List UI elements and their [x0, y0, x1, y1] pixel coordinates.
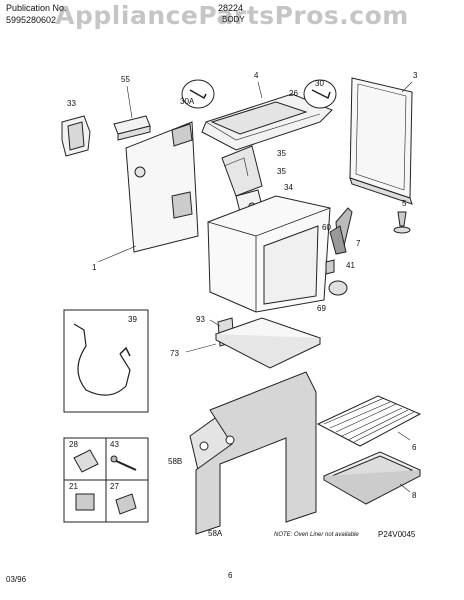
callout-28: 28 [69, 440, 78, 449]
callout-34: 34 [284, 183, 293, 192]
callout-7: 7 [356, 239, 361, 248]
callout-1: 1 [92, 263, 97, 272]
callout-21: 21 [69, 482, 78, 491]
page-number: 6 [228, 571, 233, 580]
callout-55: 55 [121, 75, 130, 84]
callout-26: 26 [289, 89, 298, 98]
callout-33: 33 [67, 99, 76, 108]
watermark: AppliancePartsPros.com [55, 1, 409, 30]
figure-id: P24V0045 [378, 530, 416, 539]
section-title: BODY [222, 15, 245, 24]
callout-39: 39 [128, 315, 137, 324]
part-39-cord [63, 309, 149, 413]
part-73-base [214, 317, 322, 369]
oven-liner-note: NOTE: Oven Liner not available [274, 532, 359, 538]
part-30-hinge [303, 79, 337, 109]
part-8-pan [322, 451, 422, 505]
publication-number: 5995280602 [6, 15, 57, 25]
callout-3: 3 [413, 71, 418, 80]
oven-body [207, 195, 331, 313]
callout-30A: 30A [180, 97, 195, 106]
callout-5: 5 [402, 199, 407, 208]
callout-69: 69 [317, 304, 326, 313]
part-69-foot [328, 280, 348, 296]
part-41-clip [325, 259, 335, 275]
model-number: 28224 [218, 3, 244, 13]
part-30A-hinge [181, 79, 215, 109]
callout-35: 35 [277, 167, 286, 176]
callout-4: 4 [254, 71, 259, 80]
callout-30: 30 [315, 79, 324, 88]
part-3-side-panel [349, 77, 413, 205]
part-7-latch [329, 207, 353, 255]
small-parts-grid [63, 437, 149, 523]
part-1-back-panel [125, 121, 199, 253]
part-4-cooktop [201, 93, 333, 151]
part-36-duct [221, 145, 263, 197]
callout-6: 6 [412, 443, 417, 452]
publication-label: Publication No. [6, 3, 67, 13]
part-58-insulation [189, 371, 317, 535]
callout-41: 41 [346, 261, 355, 270]
callout-36: 35 [277, 149, 286, 158]
callout-58B: 58B [168, 457, 183, 466]
part-33-bracket [61, 115, 91, 157]
callout-27: 27 [110, 482, 119, 491]
callout-73: 73 [170, 349, 179, 358]
footer-date: 03/96 [6, 575, 27, 584]
callout-60: 60 [322, 223, 331, 232]
callout-43: 43 [110, 440, 119, 449]
part-5-leveler [393, 211, 411, 234]
part-55-strip [113, 115, 151, 141]
part-6-rack [316, 395, 422, 447]
callout-58A: 58A [208, 529, 223, 538]
callout-93: 93 [196, 315, 205, 324]
callout-8: 8 [412, 491, 417, 500]
